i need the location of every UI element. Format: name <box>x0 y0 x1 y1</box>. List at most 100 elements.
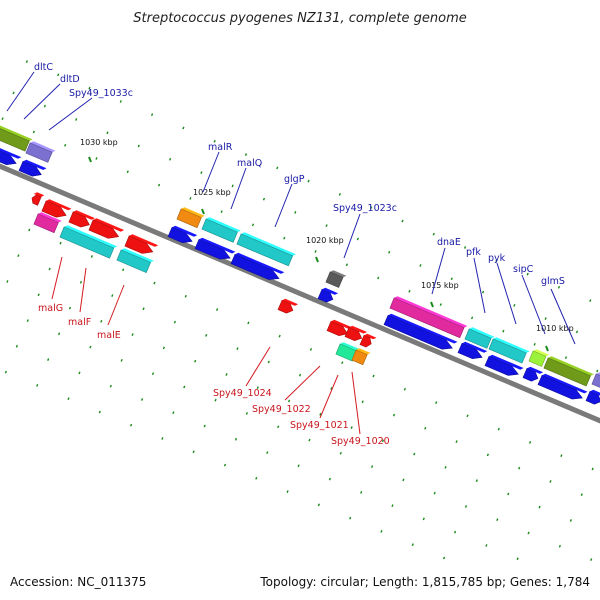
scale-dot <box>89 345 92 349</box>
strand-arrow-12-top <box>590 389 600 396</box>
gene-bar-malR-top <box>181 207 205 218</box>
scale-dot <box>119 100 122 103</box>
scale-dot <box>98 410 101 414</box>
scale-dot <box>205 334 208 337</box>
scale-dot <box>590 558 593 561</box>
gene-features <box>0 125 600 405</box>
gene-bar-dltD <box>25 141 56 163</box>
gene-bar-red-6-body <box>359 335 372 348</box>
scale-dot <box>419 264 422 267</box>
leader-spy49-1023c <box>343 213 361 259</box>
scale-dot <box>189 197 192 200</box>
scale-dot <box>32 130 35 134</box>
strand-arrow-2-top <box>23 159 47 170</box>
scale-dot <box>151 372 155 376</box>
scale-label-1025: 1025 kbp <box>193 188 231 197</box>
scale-dot <box>444 466 447 469</box>
gene-bar-red-2-body <box>68 211 90 228</box>
scale-dot <box>266 451 269 454</box>
scale-dot <box>401 219 404 223</box>
scale-dot <box>330 387 333 390</box>
scale-dot <box>481 290 485 294</box>
scale-dot <box>215 308 219 311</box>
strand-arrow-4-body <box>194 239 231 260</box>
gene-bar-red-2-top <box>73 210 95 220</box>
scale-dot <box>518 466 521 470</box>
gene-bar-sipC-body <box>528 350 547 367</box>
scale-dot <box>287 399 291 403</box>
scale-dot <box>464 505 468 508</box>
strand-arrow-4 <box>194 237 236 260</box>
map-title: Streptococcus pyogenes NZ131, complete g… <box>133 11 467 26</box>
leader-pyk <box>496 262 517 325</box>
scale-dot <box>150 113 154 117</box>
scale-dot <box>591 467 594 471</box>
gene-label-sipC: sipC <box>513 264 534 275</box>
leader-dltD <box>23 83 61 120</box>
strand-arrow-5 <box>230 252 285 280</box>
scale-dot <box>411 543 414 547</box>
strand-arrow-6 <box>317 287 339 303</box>
scale-dot <box>262 197 266 201</box>
scale-dot <box>157 183 161 187</box>
scale-dot <box>203 424 206 428</box>
scale-dot <box>495 259 498 263</box>
scale-dot <box>137 144 140 148</box>
scale-dot <box>90 255 93 258</box>
scale-dot <box>485 544 488 547</box>
scale-dot <box>486 453 489 457</box>
scale-dot <box>140 398 144 401</box>
scale-dot <box>256 386 259 390</box>
strand-arrow-9-top <box>489 354 524 370</box>
scale-dot <box>111 294 114 297</box>
scale-dot <box>15 344 18 348</box>
leader-glmS <box>550 288 576 345</box>
gene-label-spy49-1024: Spy49_1024 <box>213 388 272 399</box>
scale-dot <box>319 412 322 416</box>
scale-dot <box>67 397 70 401</box>
scale-dot <box>4 370 7 374</box>
scale-dot <box>100 319 103 323</box>
scale-dot <box>172 411 175 415</box>
scale-dot <box>475 479 478 483</box>
strand-arrow-12-body <box>585 391 600 405</box>
scale-dot <box>403 387 406 391</box>
scale-dot <box>245 412 248 415</box>
strand-arrow-2-body <box>18 161 42 177</box>
gene-bar-malQ-body <box>201 218 238 243</box>
scale-dot <box>59 241 62 245</box>
gene-bar-sipC <box>528 349 550 367</box>
scale-dot <box>328 477 331 481</box>
leader-glgP <box>274 183 293 228</box>
leader-dnaE <box>431 247 446 295</box>
scale-label-1030: 1030 kbp <box>80 138 118 147</box>
strand-arrow-7-top <box>388 313 458 344</box>
scale-tick <box>88 156 92 163</box>
gene-bar-spy49-1021-top <box>340 342 360 351</box>
scale-dot <box>162 346 165 350</box>
scale-dot <box>526 272 529 276</box>
strand-arrow-1 <box>0 148 22 166</box>
gene-bar-dnaE-top <box>394 296 468 328</box>
gene-bar-red-2 <box>68 210 95 228</box>
gene-bar-red-5-body <box>344 327 363 342</box>
scale-dot <box>466 414 469 418</box>
gene-bar-glgP-top <box>241 232 296 256</box>
scale-dot <box>214 398 217 402</box>
strand-arrow-5-body <box>230 254 280 280</box>
scale-dot <box>294 211 297 214</box>
gene-bar-red-3 <box>88 218 125 239</box>
scale-dot <box>370 206 373 210</box>
scale-dot <box>442 556 446 560</box>
scale-dot <box>184 294 187 298</box>
scale-dot <box>26 319 29 322</box>
strand-arrow-9-body <box>484 356 519 376</box>
gene-bar-dltC <box>0 125 33 152</box>
strand-arrow-8-top <box>462 341 488 353</box>
scale-dot <box>558 544 561 548</box>
scale-dot <box>338 193 341 196</box>
gene-bar-spy49-1022-body <box>326 321 348 337</box>
scale-dot <box>283 236 286 240</box>
gene-bar-malE-body <box>116 249 151 273</box>
scale-dot <box>422 517 425 521</box>
